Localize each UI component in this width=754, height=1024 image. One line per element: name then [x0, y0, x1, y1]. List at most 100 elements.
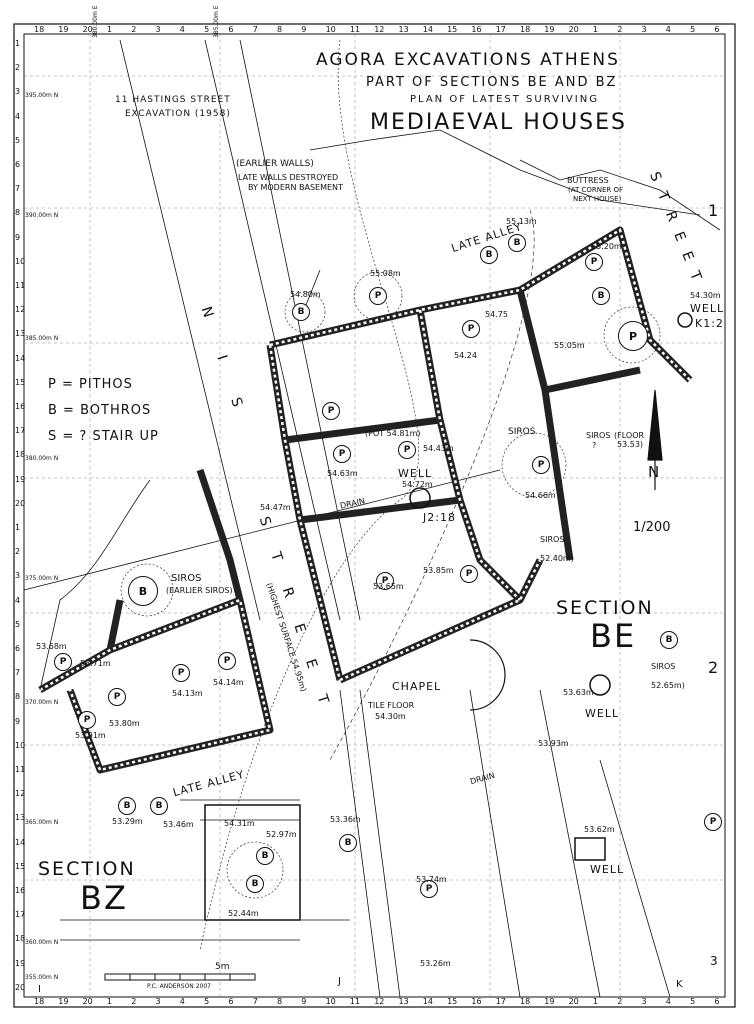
- coord-label: 390.00m N: [25, 212, 59, 219]
- tick-label: 5: [15, 135, 21, 145]
- elev: 54.13m: [172, 689, 203, 698]
- section-bz-letters: BZ: [80, 879, 128, 917]
- tick-label: 7: [252, 25, 258, 34]
- tick-label: 2: [15, 547, 21, 557]
- tick-label: 19: [544, 997, 555, 1006]
- tick-label: 12: [374, 997, 385, 1006]
- coord-label: 360.00m N: [25, 939, 59, 946]
- siros-f1: 53.53): [617, 440, 644, 449]
- siros-f3: 52.65m): [651, 681, 685, 690]
- tick-label: 8: [277, 997, 283, 1006]
- tick-label: 17: [495, 997, 506, 1006]
- tick-label: 2: [15, 63, 21, 73]
- coord-label: 380.00m N: [25, 455, 59, 462]
- tick-label: 6: [714, 25, 720, 34]
- tick-label: 4: [665, 997, 671, 1006]
- tick-label: 4: [15, 595, 21, 605]
- tick-label: 20: [15, 982, 26, 992]
- tick-label: 1: [106, 25, 112, 34]
- tick-label: 1: [592, 997, 598, 1006]
- pithos-marker: P: [376, 572, 394, 590]
- legend-stair: S = ? STAIR UP: [48, 429, 159, 444]
- elev: 54.31m: [224, 819, 255, 828]
- elev: 52.44m: [228, 909, 259, 918]
- grid-k: K: [676, 979, 683, 990]
- tick-label: 17: [495, 25, 506, 34]
- frame: [13, 23, 736, 1008]
- tick-label: 5: [690, 997, 696, 1006]
- well-be-shape: [589, 674, 611, 696]
- elev: 54.80m: [290, 290, 321, 299]
- title-line-1: AGORA EXCAVATIONS ATHENS: [316, 50, 620, 70]
- bothros-marker: B: [508, 234, 526, 252]
- tick-label: 14: [422, 997, 433, 1006]
- tick-label: 7: [252, 997, 258, 1006]
- tick-label: 2: [131, 25, 137, 34]
- tick-label: 3: [155, 25, 161, 34]
- siros-5: SIROS: [651, 662, 676, 671]
- pithos-marker: P: [704, 813, 722, 831]
- elev: 54.66m: [525, 491, 556, 500]
- tick-label: 1: [15, 39, 21, 48]
- tick-label: 18: [520, 25, 531, 34]
- tick-label: 18: [34, 25, 45, 34]
- pithos-marker: P: [460, 565, 478, 583]
- title-line-2: PART OF SECTIONS BE AND BZ: [366, 75, 618, 90]
- elev: 54.24: [454, 351, 477, 360]
- earlier-walls-2: LATE WALLS DESTROYED: [238, 173, 339, 182]
- section-be-word: SECTION: [556, 597, 654, 619]
- elev: 52.97m: [266, 830, 297, 839]
- tick-label: 4: [15, 111, 21, 121]
- tick-label: 19: [58, 997, 69, 1006]
- elev: 54.14m: [213, 678, 244, 687]
- tick-label: 19: [15, 958, 26, 968]
- tick-label: 2: [617, 997, 623, 1006]
- pithos-marker: P: [333, 445, 351, 463]
- tick-label: 20: [568, 997, 579, 1006]
- earlier-walls-3: BY MODERN BASEMENT: [248, 183, 343, 192]
- elev: 55.05m: [554, 341, 585, 350]
- tick-label: 6: [15, 160, 21, 169]
- grid-lines: [24, 34, 725, 997]
- elev: 55.08m: [370, 269, 401, 278]
- elev: 54.47m: [260, 503, 291, 512]
- hastings-line-2: EXCAVATION (1958): [125, 109, 231, 119]
- chapel-label: CHAPEL: [392, 680, 442, 693]
- tick-label: 16: [15, 886, 26, 895]
- tick-label: 5: [690, 25, 696, 34]
- hastings-line-1: 11 HASTINGS STREET: [115, 95, 231, 105]
- tick-label: 17: [15, 910, 26, 920]
- elev: 54.72m: [402, 480, 433, 489]
- siros-4: SIROS: [171, 573, 202, 584]
- tick-label: 17: [15, 426, 26, 436]
- pithos-marker: P: [369, 287, 387, 305]
- tick-label: 20: [15, 498, 26, 508]
- elev: 53.63m: [563, 688, 594, 697]
- tick-label: 12: [15, 305, 26, 315]
- tick-label: 4: [179, 25, 185, 34]
- well-k12-label: WELL: [690, 302, 725, 315]
- well-be-label: WELL: [585, 707, 620, 720]
- tick-label: 16: [471, 997, 482, 1006]
- tick-label: 13: [398, 997, 409, 1006]
- tick-label: 19: [15, 474, 26, 484]
- elev: 53.29m: [112, 817, 143, 826]
- tick-label: 10: [325, 25, 336, 34]
- tile-floor-elev: 54.30m: [375, 712, 406, 721]
- elev: 54.30m: [690, 291, 721, 300]
- well-k12-shape: [677, 312, 693, 328]
- siros-2: SIROS: [586, 431, 611, 440]
- title-line-4: MEDIAEVAL HOUSES: [370, 110, 627, 135]
- tick-label: 14: [15, 837, 26, 847]
- tick-label: 16: [15, 402, 26, 411]
- well-bz-shape: [574, 837, 606, 861]
- tick-label: 10: [15, 256, 26, 266]
- elev: 53.46m: [163, 820, 194, 829]
- elev: 53.91m: [75, 731, 106, 740]
- pithos-marker: P: [78, 711, 96, 729]
- scale-bar-label: 5m: [215, 962, 230, 972]
- tick-label: 4: [665, 25, 671, 34]
- tick-label: 11: [349, 25, 361, 34]
- bothros-marker: B: [118, 797, 136, 815]
- well-j218-shape: [409, 487, 431, 509]
